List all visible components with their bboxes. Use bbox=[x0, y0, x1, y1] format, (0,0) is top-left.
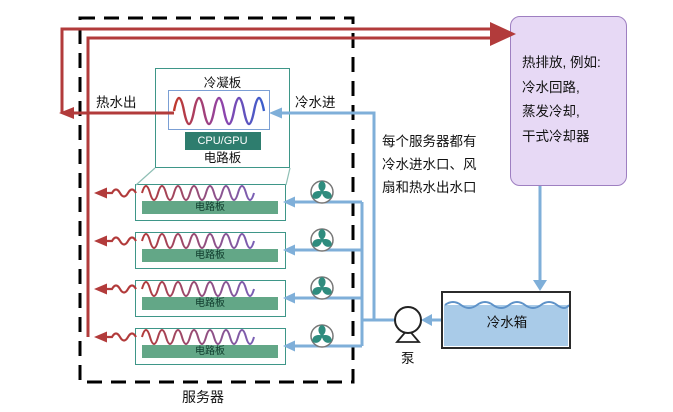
circuit-board-label: 电路板 bbox=[195, 250, 225, 261]
heat-rejection-line: 热排放, 例如: bbox=[522, 55, 601, 70]
board-hot-out-arrow-icon bbox=[94, 187, 107, 199]
pump-label: 泵 bbox=[401, 351, 415, 366]
fan-icon bbox=[309, 180, 335, 204]
circuit-board-label: 电路板 bbox=[195, 202, 225, 213]
note-line: 冷水进水口、风 bbox=[382, 157, 477, 172]
cold-water-main-pipe bbox=[282, 111, 395, 322]
server-board-1: 电路板 bbox=[135, 184, 286, 221]
cold-water-in-label: 冷水进 bbox=[295, 95, 336, 110]
server-board-4: 电路板 bbox=[135, 328, 286, 365]
note-line: 扇和热水出水口 bbox=[382, 180, 477, 195]
circuit-board-bar: 电路板 bbox=[142, 249, 278, 262]
heat-rejection-line: 冷水回路, bbox=[522, 79, 580, 95]
circuit-board-bar: 电路板 bbox=[142, 297, 278, 310]
cold-water-tank-label: 冷水箱 bbox=[486, 315, 528, 330]
board-hot-out-arrow-icon bbox=[94, 235, 107, 247]
circuit-board-bar: 电路板 bbox=[142, 201, 278, 214]
server-label: 服务器 bbox=[182, 389, 224, 405]
circuit-board-bar: 电路板 bbox=[142, 345, 278, 358]
callout-line bbox=[285, 167, 291, 186]
note-text: 每个服务器都有 冷水进水口、风 扇和热水出水口 bbox=[382, 130, 477, 199]
fan-icon bbox=[309, 228, 335, 252]
pump-icon bbox=[394, 306, 422, 343]
board-hot-out-pipe bbox=[106, 236, 137, 246]
condenser-detail-box: 冷凝板 CPU/GPU 电路板 bbox=[155, 68, 290, 168]
board-hot-out-pipe bbox=[106, 284, 137, 294]
circuit-board-label: 电路板 bbox=[195, 346, 225, 357]
heat-rejection-text: 热排放, 例如: 冷水回路, 蒸发冷却, 干式冷却器 bbox=[522, 51, 601, 149]
server-board-3: 电路板 bbox=[135, 280, 286, 317]
server-board-2: 电路板 bbox=[135, 232, 286, 269]
board-hot-out-pipe bbox=[106, 188, 137, 198]
callout-line bbox=[135, 167, 156, 186]
water-surface-wave bbox=[444, 301, 570, 309]
detail-circuit-board-label: 电路板 bbox=[203, 151, 242, 165]
condenser-coil-box bbox=[167, 89, 270, 130]
heat-rejection-line: 干式冷却器 bbox=[522, 128, 590, 144]
board-hot-out-arrow-icon bbox=[94, 331, 107, 343]
hot-water-out-arrow-icon bbox=[59, 107, 74, 119]
board-hot-out-pipe bbox=[106, 332, 137, 342]
tank-to-pump-arrow-icon bbox=[421, 314, 432, 326]
condenser-plate-label: 冷凝板 bbox=[203, 76, 242, 90]
note-line: 每个服务器都有 bbox=[382, 134, 477, 149]
board-hot-out-arrow-icon bbox=[94, 283, 107, 295]
fan-icon bbox=[309, 324, 335, 348]
fan-icon bbox=[309, 276, 335, 300]
heat-rejection-line: 蒸发冷却, bbox=[522, 104, 580, 119]
circuit-board-label: 电路板 bbox=[195, 298, 225, 309]
heat-rejection-box: 热排放, 例如: 冷水回路, 蒸发冷却, 干式冷却器 bbox=[510, 16, 627, 186]
hot-water-out-label: 热水出 bbox=[96, 95, 137, 110]
heatbox-to-tank-arrow-icon bbox=[533, 280, 547, 291]
